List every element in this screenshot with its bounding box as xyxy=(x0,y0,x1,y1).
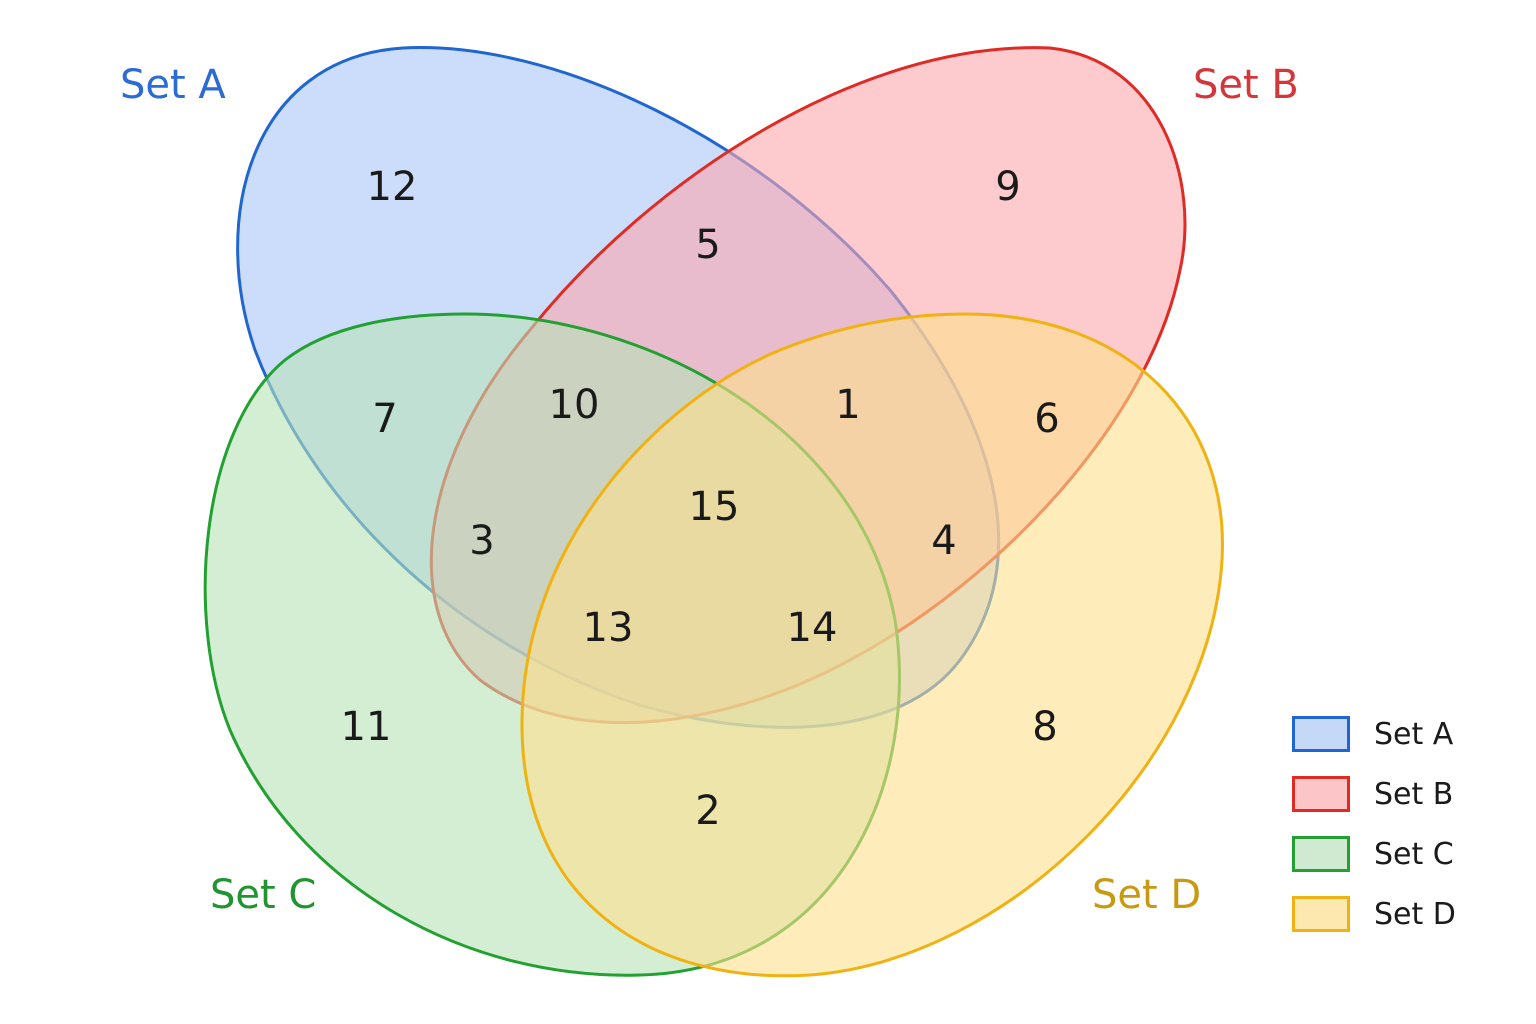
legend-swatch-set-a xyxy=(1292,716,1350,752)
set-d-ellipse xyxy=(520,312,1224,978)
legend: Set A Set B Set C Set D xyxy=(1292,714,1512,954)
region-count-bcd: 4 xyxy=(931,518,956,564)
region-count-ab: 5 xyxy=(695,222,720,268)
set-d-label: Set D xyxy=(1092,872,1201,918)
region-count-13: 13 xyxy=(583,605,634,651)
legend-label-set-d: Set D xyxy=(1374,896,1456,932)
region-count-bd: 6 xyxy=(1034,396,1059,442)
region-count-a-only: 12 xyxy=(367,164,418,210)
legend-swatch-set-c xyxy=(1292,836,1350,872)
legend-swatch-set-d xyxy=(1292,896,1350,932)
legend-item-set-d: Set D xyxy=(1292,894,1512,934)
set-a-label: Set A xyxy=(120,62,226,108)
region-count-d-only: 8 xyxy=(1032,704,1057,750)
region-count-14: 14 xyxy=(787,605,838,651)
region-count-b-only: 9 xyxy=(995,164,1020,210)
legend-item-set-c: Set C xyxy=(1292,834,1512,874)
region-count-abcd: 15 xyxy=(689,484,740,530)
region-count-c-only: 11 xyxy=(341,704,392,750)
legend-label-set-a: Set A xyxy=(1374,716,1454,752)
legend-swatch-set-b xyxy=(1292,776,1350,812)
legend-item-set-a: Set A xyxy=(1292,714,1512,754)
legend-label-set-b: Set B xyxy=(1374,776,1454,812)
region-count-abc: 10 xyxy=(549,382,600,428)
legend-label-set-c: Set C xyxy=(1374,836,1454,872)
region-count-abd: 1 xyxy=(835,382,860,428)
set-c-label: Set C xyxy=(210,872,316,918)
region-count-ac: 7 xyxy=(372,396,397,442)
set-b-label: Set B xyxy=(1193,62,1299,108)
region-count-acd: 3 xyxy=(469,518,494,564)
legend-item-set-b: Set B xyxy=(1292,774,1512,814)
region-count-cd: 2 xyxy=(695,788,720,834)
